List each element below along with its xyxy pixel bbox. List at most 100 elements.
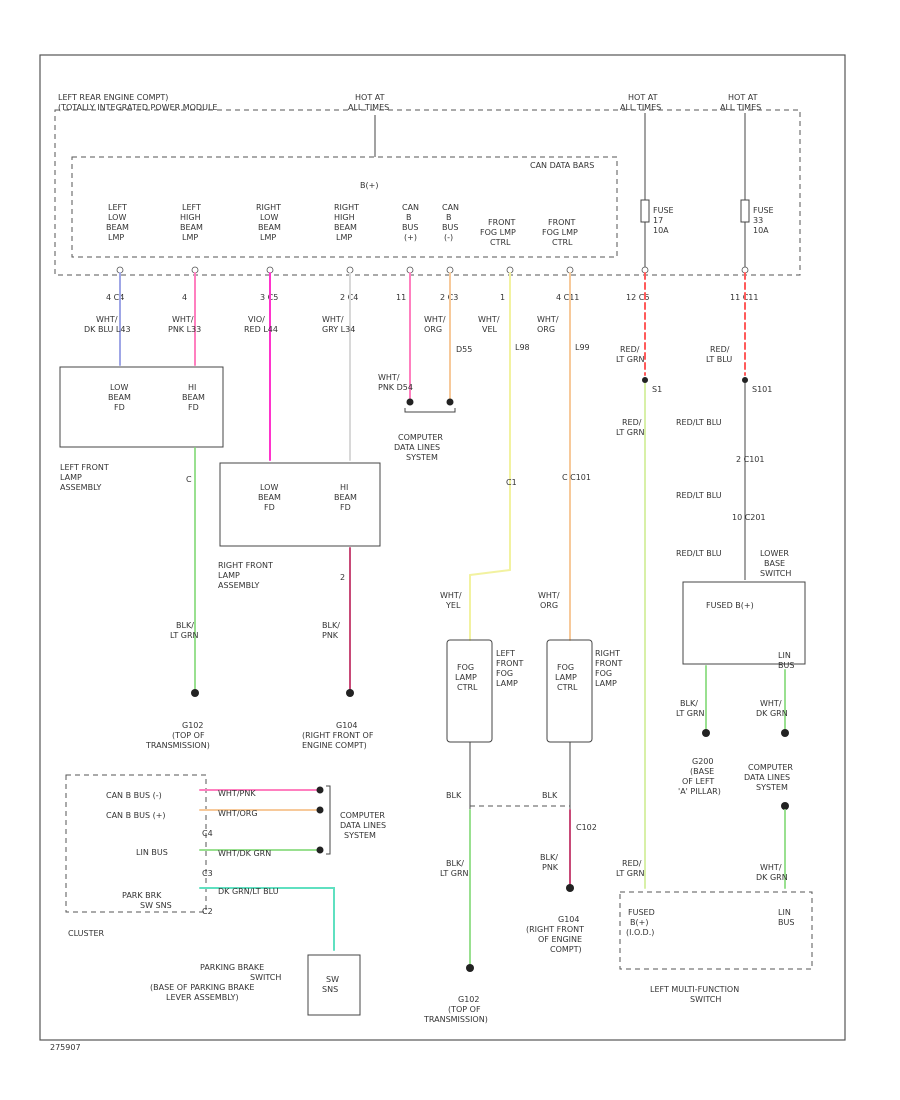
- hot-center-1: HOT AT: [355, 93, 385, 102]
- pbs-2: SNS: [322, 985, 338, 994]
- wlabel-canp-splice-1: WHT/: [378, 373, 400, 382]
- cluster-box: [65, 774, 207, 913]
- cdl-cluster-1: COMPUTER: [340, 811, 385, 820]
- svg-text:OF LEFT: OF LEFT: [682, 777, 714, 786]
- fog-l-c1: C1: [506, 478, 517, 487]
- svg-text:FD: FD: [114, 403, 125, 412]
- fog-r-3: CTRL: [557, 683, 578, 692]
- svg-text:RIGHT: RIGHT: [334, 203, 359, 212]
- cluster-pin-4: PARK BRK: [122, 891, 162, 900]
- g102b-label-3: TRANSMISSION): [423, 1015, 488, 1024]
- lmfs-w-2: DK GRN: [756, 873, 788, 882]
- wlabel-ffr-1: WHT/: [537, 315, 559, 324]
- fuse33-symbol: [740, 199, 750, 223]
- module-title-2: (TOTALLY INTEGRATED POWER MODULE: [58, 103, 217, 112]
- fuse17-label-1: FUSE: [653, 206, 674, 215]
- lbs-w1-2: LT GRN: [676, 709, 705, 718]
- wlabel-llb-1: WHT/: [96, 315, 118, 324]
- svg-text:(BASE: (BASE: [690, 767, 714, 776]
- lmfs-label-2: SWITCH: [690, 995, 721, 1004]
- fog-gnd-c: C102: [576, 823, 597, 832]
- lower-base-switch-box: [682, 581, 806, 665]
- g200-label: G200(BASE OF LEFT'A' PILLAR): [678, 757, 721, 796]
- svg-text:LAMP: LAMP: [595, 679, 617, 688]
- hot-fuse17-1: HOT AT: [628, 93, 658, 102]
- tipm-module-outline: [54, 109, 801, 276]
- cluster-pin-c3: C3: [202, 869, 213, 878]
- svg-text:LEFT: LEFT: [182, 203, 201, 212]
- g102b-label-1: G102: [458, 995, 479, 1004]
- svg-text:FRONT: FRONT: [595, 659, 622, 668]
- f33-c201: 10 C201: [732, 513, 766, 522]
- s101-splice: [742, 377, 748, 383]
- svg-text:LOW: LOW: [108, 213, 126, 222]
- f33-s101: S101: [752, 385, 772, 394]
- svg-text:FRONT: FRONT: [548, 218, 575, 227]
- svg-text:BASE: BASE: [764, 559, 785, 568]
- cluster-wire-4: DK GRN/LT BLU: [218, 887, 279, 896]
- can-data-bars-outline: [71, 156, 618, 258]
- module-title-1: LEFT REAR ENGINE COMPT): [58, 93, 168, 102]
- svg-text:(BASE OF PARKING BRAKE: (BASE OF PARKING BRAKE: [150, 983, 254, 992]
- svg-text:FOG LMP: FOG LMP: [480, 228, 516, 237]
- svg-text:G200: G200: [692, 757, 713, 766]
- wlabel-canm-1: WHT/: [478, 315, 500, 324]
- cluster-splice-1: [316, 786, 324, 794]
- g104-ground: [346, 689, 354, 697]
- fog-gnd-l-wire-2: LT GRN: [440, 869, 469, 878]
- wlabel-lhb-2: PNK L33: [168, 325, 201, 334]
- hot-fuse17-2: ALL TIMES: [620, 103, 661, 112]
- footer-code: 275907: [50, 1043, 81, 1052]
- wlabel-llb-2: DK BLU L43: [84, 325, 131, 334]
- hot-fuse33-1: HOT AT: [728, 93, 758, 102]
- svg-text:BEAM: BEAM: [180, 223, 203, 232]
- cluster-splice-3: [316, 846, 324, 854]
- svg-text:FOG: FOG: [595, 669, 612, 678]
- fog-gnd-r-wire-2: PNK: [542, 863, 559, 872]
- fuse17-symbol: [640, 199, 650, 223]
- left-front-lamp-label-1: LEFT FRONT: [60, 463, 109, 472]
- can-splice-minus: [446, 398, 454, 406]
- cluster-pin-3: LIN BUS: [136, 848, 168, 857]
- wlabel-ffl-code: L98: [515, 343, 530, 352]
- cn-llb: 4 C4: [106, 293, 124, 302]
- g104b-label-3: OF ENGINE: [538, 935, 582, 944]
- svg-text:BEAM: BEAM: [258, 493, 281, 502]
- svg-text:LMP: LMP: [108, 233, 124, 242]
- s1-splice: [642, 377, 648, 383]
- cdl-top-bracket: [404, 408, 456, 413]
- cdl-cluster-bracket: [326, 785, 331, 855]
- g104-label-2: (RIGHT FRONT OF: [302, 731, 374, 740]
- lmfs-data-splice: [781, 802, 789, 810]
- lbs-w2-1: WHT/: [760, 699, 782, 708]
- f17-w2-2: LT GRN: [616, 428, 645, 437]
- b-plus-label: B(+): [360, 181, 378, 190]
- svg-text:(-): (-): [444, 233, 453, 242]
- lin-bus-1: LIN: [778, 651, 791, 660]
- svg-text:FD: FD: [188, 403, 199, 412]
- left-front-lamp-box: [59, 366, 224, 448]
- svg-text:BUS: BUS: [402, 223, 418, 232]
- fog-r-1: FOG: [557, 663, 574, 672]
- svg-text:SYSTEM: SYSTEM: [756, 783, 788, 792]
- f17-s1: S1: [652, 385, 662, 394]
- fog-l-2: LAMP: [455, 673, 477, 682]
- g200-ground: [702, 729, 710, 737]
- fog-gnd-r: BLK: [542, 791, 558, 800]
- g104b-label-2: (RIGHT FRONT: [526, 925, 584, 934]
- lmfs-w-red-2: LT GRN: [616, 869, 645, 878]
- svg-text:LEVER ASSEMBLY): LEVER ASSEMBLY): [166, 993, 239, 1002]
- lmfs-w-red-1: RED/: [622, 859, 642, 868]
- cluster-wire-2: WHT/ORG: [218, 809, 258, 818]
- fuse33-label-1: FUSE: [753, 206, 774, 215]
- svg-text:LOW: LOW: [260, 213, 278, 222]
- svg-text:SWITCH: SWITCH: [250, 973, 281, 982]
- svg-text:LOW: LOW: [260, 483, 278, 492]
- wlabel-rhb-1: WHT/: [322, 315, 344, 324]
